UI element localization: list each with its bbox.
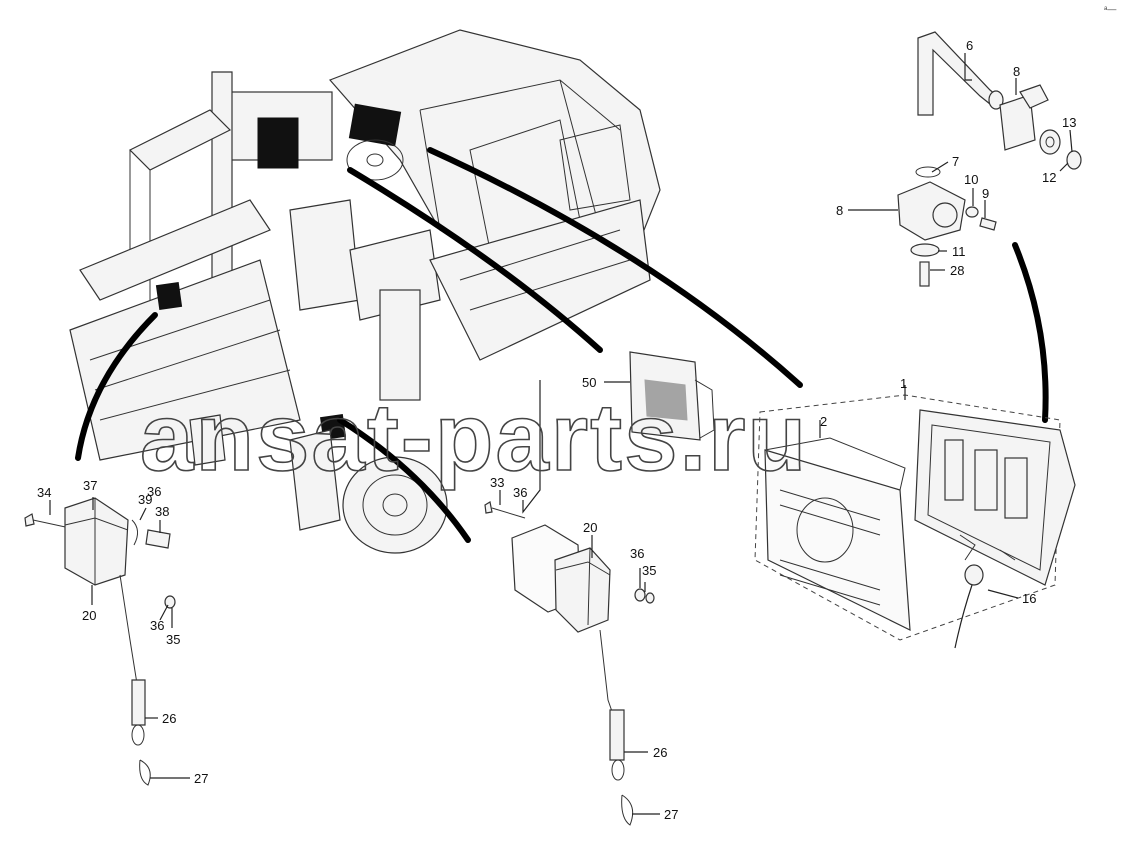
label-16: 16 <box>1022 591 1036 606</box>
left-box-assembly <box>24 497 176 786</box>
label-9: 9 <box>982 186 989 201</box>
control-unit <box>629 351 715 441</box>
watermark: ansat-parts.ru <box>140 384 808 491</box>
label-8-top: 8 <box>1013 64 1020 79</box>
label-39: 39 <box>138 492 152 507</box>
label-2: 2 <box>820 414 827 429</box>
label-36-middle-top: 36 <box>513 485 527 500</box>
label-33: 33 <box>490 475 504 490</box>
label-26-left: 26 <box>162 711 176 726</box>
label-36-left: 36 <box>150 618 164 633</box>
label-7: 7 <box>952 154 959 169</box>
leader-lines <box>49 53 1073 815</box>
label-35-middle: 35 <box>642 563 656 578</box>
label-11: 11 <box>952 244 966 259</box>
label-13: 13 <box>1062 115 1076 130</box>
label-12: 12 <box>1042 170 1056 185</box>
corner-mark: ᵃ— <box>1104 4 1116 14</box>
label-28: 28 <box>950 263 964 278</box>
label-34: 34 <box>37 485 51 500</box>
label-38: 38 <box>155 504 169 519</box>
machine-illustration <box>69 29 661 554</box>
label-27-middle: 27 <box>664 807 678 822</box>
label-27-left: 27 <box>194 771 208 786</box>
label-35-left: 35 <box>166 632 180 647</box>
display-panel <box>754 394 1076 649</box>
label-10: 10 <box>964 172 978 187</box>
label-50: 50 <box>582 375 596 390</box>
label-8-left: 8 <box>836 203 843 218</box>
mount-assembly <box>897 31 1082 287</box>
label-37: 37 <box>83 478 97 493</box>
middle-box-assembly <box>484 501 655 826</box>
label-6: 6 <box>966 38 973 53</box>
cables <box>75 147 1049 543</box>
label-36-middle: 36 <box>630 546 644 561</box>
label-36-extra: 36 <box>147 484 161 499</box>
label-20-middle: 20 <box>583 520 597 535</box>
label-20-left: 20 <box>82 608 96 623</box>
label-26-middle: 26 <box>653 745 667 760</box>
label-1: 1 <box>900 376 907 391</box>
part-labels: 1 2 6 7 8 8 9 10 11 12 13 16 20 20 26 26… <box>37 38 1076 822</box>
